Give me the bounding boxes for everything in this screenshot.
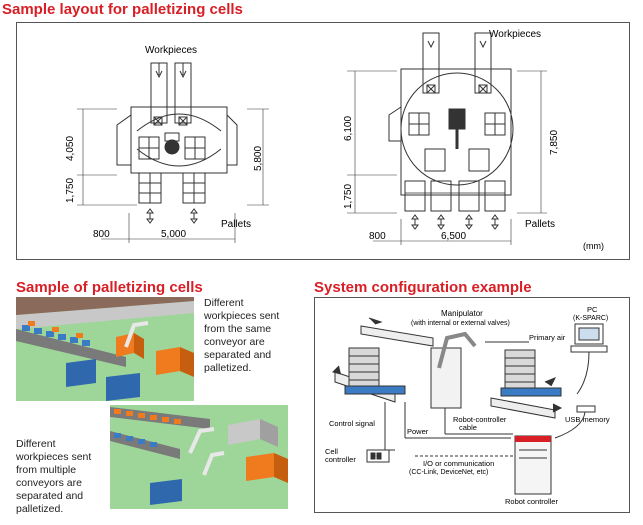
robot-cable-label: Robot-controller: [453, 415, 507, 424]
manipulator-label: Manipulator: [441, 309, 483, 318]
pc-sub-label: (K-SPARC): [573, 315, 608, 322]
left-dim-total: 5,800: [253, 146, 264, 171]
primary-air-label: Primary air: [529, 333, 566, 342]
pc-label: PC: [587, 305, 598, 314]
right-dim-h1: 6,100: [343, 116, 354, 141]
right-workpieces-label: Workpieces: [489, 29, 541, 40]
left-dim-width: 5,000: [161, 229, 186, 240]
left-dim-offset: 800: [93, 229, 110, 240]
power-label: Power: [407, 427, 429, 436]
control-signal-label: Control signal: [329, 419, 375, 428]
left-workpieces-label: Workpieces: [145, 45, 197, 56]
io-label: I/O or communication: [423, 459, 494, 468]
robot-controller-label: Robot controller: [505, 497, 558, 506]
right-dim-total: 7,850: [549, 130, 560, 155]
right-cell-drawing: [347, 32, 547, 245]
left-cell-drawing: [77, 62, 269, 243]
manipulator-sub-label: (with internal or external valves): [411, 320, 510, 327]
left-pallets-label: Pallets: [221, 219, 251, 230]
right-dim-width: 6,500: [441, 231, 466, 242]
cell-controller-label: Cell: [325, 447, 338, 456]
left-dim-h2: 1,750: [65, 178, 76, 203]
cells-heading: Sample of palletizing cells: [16, 279, 203, 296]
right-pallets-label: Pallets: [525, 219, 555, 230]
right-dim-h2: 1,750: [343, 184, 354, 209]
right-dim-offset: 800: [369, 231, 386, 242]
layout-drawing: Workpieces Pallets 4,050 1,750 5,800 5,0…: [65, 29, 604, 251]
system-heading: System configuration example: [314, 279, 532, 296]
system-panel: Manipulator (with internal or external v…: [314, 297, 630, 513]
system-drawing: Manipulator (with internal or external v…: [325, 305, 610, 506]
robot-cable-label-2: cable: [459, 423, 477, 432]
usb-memory-label: USB memory: [565, 415, 610, 424]
left-dim-h1: 4,050: [65, 136, 76, 161]
cell-image-1: [16, 297, 194, 401]
layout-panel: Workpieces Pallets 4,050 1,750 5,800 5,0…: [16, 22, 630, 260]
unit-label: (mm): [583, 241, 604, 251]
layout-heading: Sample layout for palletizing cells: [2, 1, 243, 18]
cell-controller-label-2: controller: [325, 455, 356, 464]
io-sub-label: (CC-Link, DeviceNet, etc): [409, 469, 488, 476]
cell-image-2: [110, 405, 288, 509]
